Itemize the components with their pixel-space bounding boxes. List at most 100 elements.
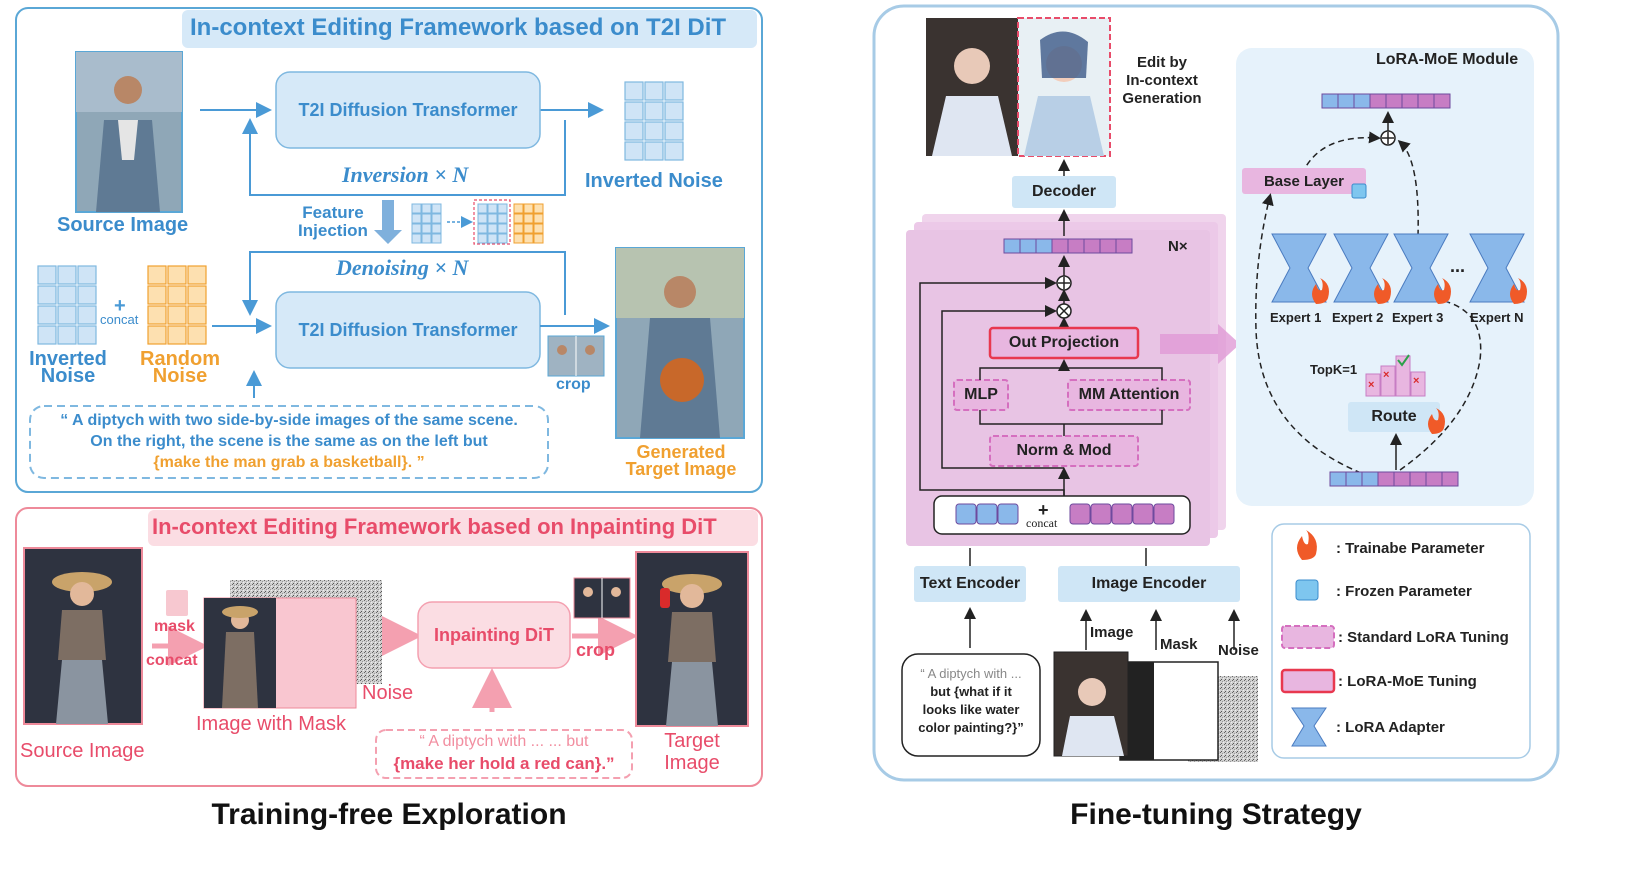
- mlp-box: [953, 379, 1009, 411]
- noise-label-inpaint: Noise: [362, 682, 414, 704]
- inpaint-mask-label: mask: [154, 618, 195, 635]
- moe-output-tokens: [1321, 93, 1451, 109]
- inpaint-target-label-2: Image: [664, 752, 720, 774]
- random-noise-label-2: Noise: [152, 365, 208, 387]
- generated-label-2: Target Image: [625, 459, 737, 479]
- inverted-noise-label-bottom-1: Inverted: [29, 348, 107, 370]
- random-noise-grid: [147, 265, 207, 345]
- concat-plus-sign: +: [1038, 500, 1049, 520]
- t2i-prompt-line-3: {make the man grab a basketball}. ”: [153, 454, 425, 471]
- legend-hourglass-icon: [1291, 707, 1327, 747]
- legend-standard-lora-label: : Standard LoRA Tuning: [1338, 629, 1509, 646]
- crop-label-t2i: crop: [556, 376, 591, 393]
- inpainting-dit-label: Inpainting DiT: [434, 624, 554, 645]
- svg-text:×: ×: [1413, 375, 1419, 387]
- expert-fire-icons: [1312, 278, 1527, 304]
- mlp-label: MLP: [964, 386, 998, 403]
- out-projection-label: Out Projection: [1008, 334, 1120, 351]
- expert-n-label: Expert N: [1470, 310, 1524, 325]
- to-lora-moe-arrow: [1160, 324, 1240, 364]
- image-with-mask-label: Image with Mask: [196, 713, 347, 735]
- finetune-prompt-box: [901, 653, 1041, 757]
- inverted-noise-grid-bottom: [37, 265, 97, 345]
- mm-attention-box: [1067, 379, 1191, 411]
- inpaint-prompt-box: [375, 729, 633, 779]
- t2i-transformer-bottom-box: [275, 291, 541, 369]
- legend-red-box-icon: [1280, 668, 1336, 694]
- ice-cube-icon: [1351, 183, 1367, 199]
- inpaint-crop-label: crop: [576, 640, 616, 660]
- route-label: Route: [1371, 408, 1417, 425]
- norm-mod-label: Norm & Mod: [1016, 442, 1112, 459]
- t2i-panel-title: In-context Editing Framework based on T2…: [190, 14, 727, 41]
- text-encoder-label: Text Encoder: [919, 575, 1021, 592]
- legend-fire-icon: [1297, 530, 1317, 560]
- text-encoder-box: [914, 566, 1026, 602]
- noise-input-label: Noise: [1218, 642, 1259, 659]
- expert-3-label: Expert 3: [1392, 310, 1444, 325]
- base-layer-label: Base Layer: [1263, 172, 1345, 190]
- moe-input-tokens: [1329, 471, 1459, 487]
- concat-label-t2i: concat: [100, 312, 139, 327]
- t2i-prompt-line-1: “ A diptych with two side-by-side images…: [60, 412, 518, 429]
- inverted-noise-grid-top: [624, 81, 684, 161]
- inpaint-title-bg: [148, 510, 758, 546]
- lora-moe-title: LoRA-MoE Module: [1376, 51, 1519, 68]
- edit-label-2: In-context: [1126, 72, 1198, 89]
- base-layer-box: [1242, 168, 1366, 194]
- legend-lora-adapter-label: : LoRA Adapter: [1336, 719, 1445, 736]
- concat-label-right: concat: [1026, 516, 1058, 530]
- expert-2-label: Expert 2: [1332, 310, 1384, 325]
- finetune-prompt-line-4: color painting?}”: [918, 720, 1024, 735]
- svg-text:×: ×: [1368, 379, 1374, 391]
- t2i-transformer-top-box: [275, 71, 541, 149]
- route-fire-icon: [1428, 408, 1445, 434]
- inpaint-prompt-line-2: {make her hold a red can}.”: [393, 754, 615, 773]
- t2i-prompt-box: [29, 405, 549, 479]
- decoder-label: Decoder: [1031, 183, 1097, 200]
- t2i-prompt-line-2: On the right, the scene is the same as o…: [90, 433, 488, 450]
- edit-label-3: Generation: [1122, 90, 1202, 107]
- legend-trainable-label: : Trainabe Parameter: [1336, 540, 1485, 557]
- finetune-prompt-line-2: but {what if it: [930, 684, 1012, 699]
- nx-label: N×: [1168, 238, 1188, 255]
- legend-box: [1271, 523, 1531, 759]
- topk-router-bars: [1365, 355, 1426, 397]
- inversion-label: Inversion × N: [342, 162, 469, 187]
- inpaint-source-label: Source Image: [20, 740, 145, 762]
- t2i-transformer-top-label: T2I Diffusion Transformer: [298, 99, 518, 120]
- feature-injection-arrow: [374, 200, 402, 244]
- out-projection-box: [988, 326, 1140, 360]
- finetune-prompt-line-1: “ A diptych with ...: [920, 666, 1022, 681]
- t2i-transformer-bottom-label: T2I Diffusion Transformer: [298, 319, 518, 340]
- source-image-label: Source Image: [57, 214, 189, 236]
- mm-attention-label: MM Attention: [1078, 386, 1180, 403]
- svg-text:×: ×: [1383, 369, 1389, 381]
- mask-input-label: Mask: [1160, 636, 1198, 653]
- norm-mod-box: [989, 435, 1139, 467]
- decoder-box: [1012, 176, 1116, 208]
- inverted-noise-label-bottom-2: Noise: [40, 365, 96, 387]
- random-noise-label-1: Random: [140, 348, 220, 370]
- experts-ellipsis: ...: [1450, 256, 1466, 276]
- inverted-noise-label-top: Inverted Noise: [585, 170, 723, 192]
- legend-frozen-label: : Frozen Parameter: [1336, 583, 1472, 600]
- route-box: [1348, 402, 1440, 432]
- inpaint-prompt-line-1: “ A diptych with ... ... but: [419, 733, 589, 750]
- inpaint-concat-label: concat: [146, 652, 198, 669]
- t2i-title-bg: [182, 10, 757, 48]
- topk-label: TopK=1: [1310, 362, 1358, 377]
- lora-expert-adapters: [1271, 233, 1525, 303]
- generated-label-1: Generated: [636, 442, 726, 462]
- feature-injection-label-2: Injection: [298, 221, 368, 240]
- image-encoder-box: [1058, 566, 1240, 602]
- expert-1-label: Expert 1: [1270, 310, 1322, 325]
- lora-moe-box: [1236, 48, 1534, 506]
- legend-lora-moe-label: : LoRA-MoE Tuning: [1338, 673, 1477, 690]
- image-encoder-label: Image Encoder: [1091, 575, 1207, 592]
- finetune-prompt-line-3: looks like water: [922, 702, 1020, 717]
- svg-text:+: +: [114, 295, 126, 317]
- feature-injection-label-1: Feature: [302, 203, 364, 222]
- inpaint-panel-title: In-context Editing Framework based on In…: [152, 514, 717, 539]
